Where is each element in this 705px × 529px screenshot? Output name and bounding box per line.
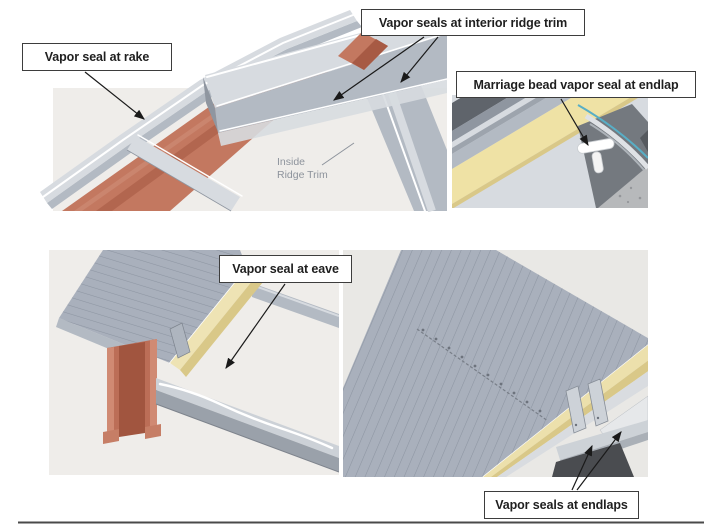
panel-clip bbox=[565, 385, 587, 434]
seam-screws bbox=[421, 328, 542, 413]
seal-bead-horizontal bbox=[577, 138, 615, 154]
ridge-beam-lip bbox=[218, 80, 447, 146]
callout-vapor-seals-at-endlaps: Vapor seals at endlaps bbox=[484, 491, 639, 519]
callout-arrow-eave bbox=[225, 283, 286, 369]
seam-stitch-line bbox=[416, 328, 549, 422]
speckle bbox=[626, 200, 630, 204]
rake-vapor-seal-bead bbox=[42, 14, 354, 198]
speckle bbox=[638, 196, 642, 200]
insulation-edge bbox=[491, 360, 648, 477]
eave-member-upper bbox=[252, 283, 339, 328]
clip-screw bbox=[574, 423, 578, 427]
callout-vapor-seal-at-rake: Vapor seal at rake bbox=[22, 43, 172, 71]
concrete-texture bbox=[598, 166, 648, 208]
column-base-right bbox=[145, 424, 161, 439]
column-ibeam bbox=[103, 339, 161, 444]
eave-vapor-seal-bead bbox=[158, 382, 334, 450]
panel-endlaps-detail-illustration bbox=[343, 250, 648, 477]
ridge-vapor-seal-bead-2 bbox=[216, 32, 448, 107]
liner-angle bbox=[497, 371, 648, 477]
callout-vapor-seals-interior-ridge: Vapor seals at interior ridge trim bbox=[361, 9, 585, 36]
steel-band-2 bbox=[452, 95, 551, 154]
callout-arrow-endlap-1 bbox=[571, 444, 593, 491]
strut-bottom-edge bbox=[155, 403, 339, 473]
roof-ribs bbox=[343, 250, 648, 477]
column-base-left bbox=[103, 429, 119, 444]
fold-highlight bbox=[584, 113, 648, 170]
speckle bbox=[629, 186, 633, 190]
insulation-band bbox=[452, 95, 635, 204]
panel-clip bbox=[169, 322, 191, 359]
clip-screw bbox=[596, 416, 600, 420]
roof-ribs bbox=[59, 250, 247, 363]
ridge-vapor-seal-bead-3 bbox=[219, 78, 448, 132]
teal-membrane-line bbox=[577, 104, 648, 159]
callout-arrow-ridge-1 bbox=[333, 36, 425, 101]
callout-arrow-rake bbox=[84, 71, 145, 120]
panel-ridge-illustration bbox=[40, 10, 448, 212]
member-highlight bbox=[251, 284, 339, 317]
dark-wedge bbox=[640, 130, 648, 152]
purlin-channel bbox=[127, 136, 240, 211]
light-band bbox=[452, 95, 541, 148]
insulation-band bbox=[170, 268, 257, 370]
panel-eave-illustration bbox=[49, 250, 339, 475]
channel-highlight bbox=[137, 134, 243, 197]
speckle bbox=[618, 194, 622, 198]
insulation-band bbox=[483, 345, 648, 477]
strut-top-face bbox=[156, 378, 339, 458]
callout-arrow-endlap-2 bbox=[576, 431, 622, 491]
marriage-bead-seal bbox=[577, 138, 615, 174]
inside-ridge-trim-note: Inside Ridge Trim bbox=[277, 156, 328, 182]
eave-strut bbox=[155, 378, 339, 473]
ridge-beam-face bbox=[215, 34, 447, 133]
strut-front-face bbox=[156, 390, 339, 472]
fold-shade bbox=[589, 123, 645, 171]
callout-marriage-bead-vapor-seal: Marriage bead vapor seal at endlap bbox=[456, 71, 696, 98]
column-web bbox=[119, 342, 145, 437]
callout-arrow-ridge-2 bbox=[400, 36, 439, 83]
callout-arrows bbox=[84, 36, 622, 491]
ridge-cap-face bbox=[352, 39, 388, 70]
ridge-beam-end bbox=[203, 77, 218, 132]
support-member bbox=[556, 420, 648, 460]
column-flange-right bbox=[150, 339, 157, 429]
channel-edge bbox=[126, 149, 232, 212]
panel-clip bbox=[587, 378, 609, 427]
seal-bead-vertical bbox=[591, 151, 604, 174]
column-flange-left bbox=[107, 347, 114, 439]
dark-opening bbox=[552, 443, 634, 477]
rake-trim bbox=[40, 10, 357, 203]
panel-endlap-detail-illustration bbox=[452, 95, 648, 208]
callout-arrow-marriage bbox=[560, 98, 589, 147]
callout-vapor-seal-at-eave: Vapor seal at eave bbox=[219, 255, 352, 283]
insulation-edge bbox=[180, 275, 263, 377]
inside-ridge-trim-leader bbox=[321, 142, 355, 166]
